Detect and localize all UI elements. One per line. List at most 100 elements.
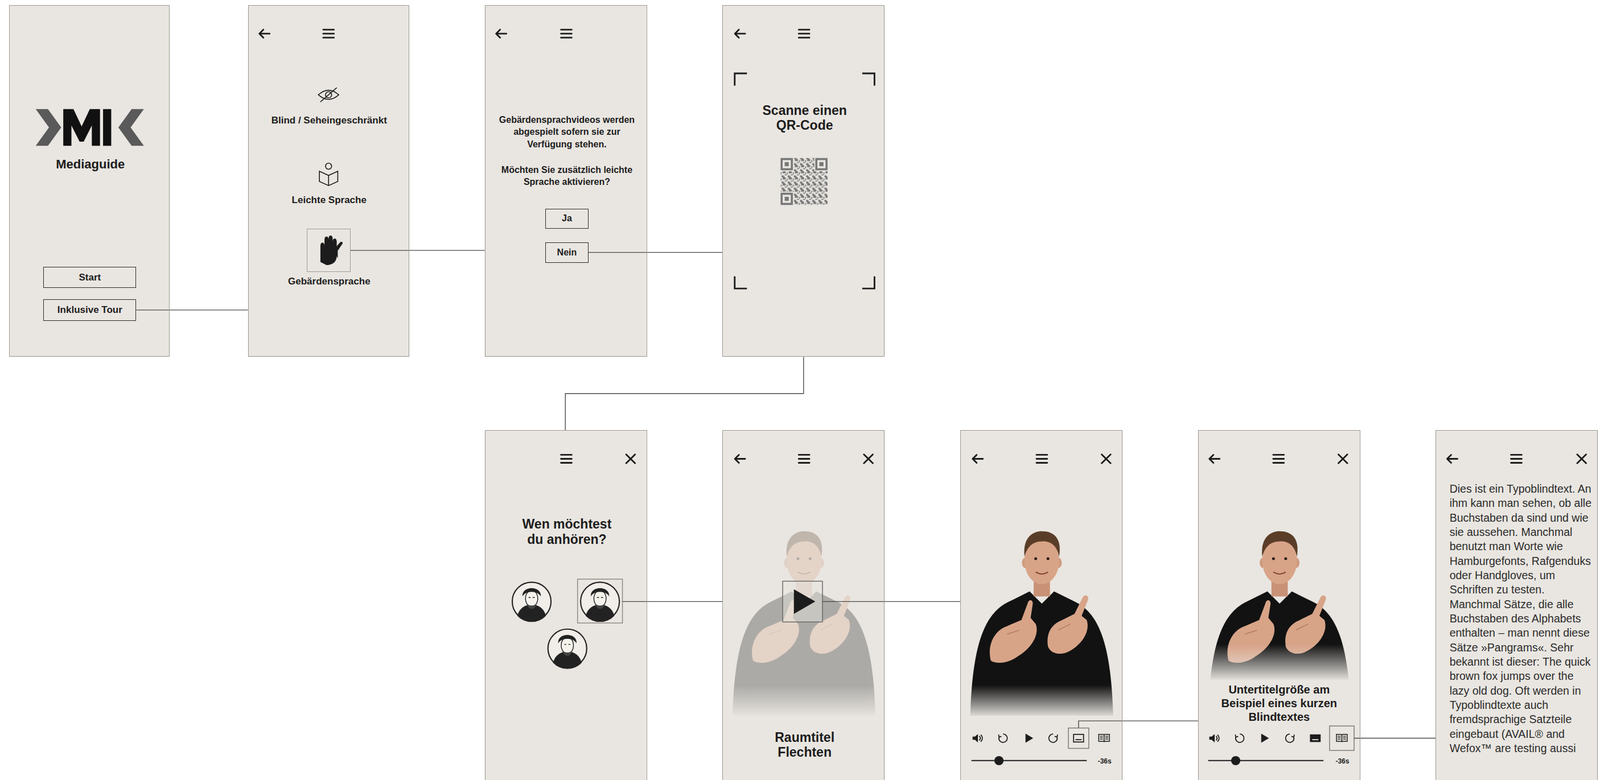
header-icons [496,29,507,38]
option-label: Blind / Seheingeschränkt [251,114,407,127]
text-holder: -36s [1092,757,1118,766]
button: Inklusive Tour [43,299,137,322]
header-icons [798,454,810,463]
speaker-portraits [580,582,620,623]
flow-connector [1078,721,1199,729]
app-screen: Wen möchtest du anhören? [484,430,648,780]
header-icons [561,454,573,463]
video-subtitled [1198,531,1359,766]
time-remaining: -36s [1092,757,1118,766]
qr-code [782,159,791,168]
screen-background [722,430,885,780]
video-subtitled [1336,734,1348,743]
dialog-text: Gebärdensprachvideos werden abgespielt s… [490,113,644,151]
scan-frame [734,73,875,289]
app-screen: MediaguideStartInklusive Tour [9,5,170,357]
video-faded [794,589,816,615]
video-playing [961,685,1122,718]
room-title: Raumtitel Flechten [753,730,857,761]
sign-language-icon [320,235,343,266]
text-holder: Scanne einen QR-Code [753,103,857,134]
qr-code [780,158,828,205]
scan-frame [862,73,875,86]
app-screen: Scanne einen QR-Code [722,5,885,357]
screen-background [960,430,1123,780]
logo [63,109,101,147]
logo [118,109,145,147]
button: Start [43,266,137,289]
app-screen: Gebärdensprachvideos werden abgespielt s… [484,5,648,357]
text-holder: Dies ist ein Typoblindtext. An ihm kann … [1449,482,1593,757]
screen-background [722,5,885,357]
easy-language-icon [319,171,338,186]
logo [103,109,111,147]
sign-language-icon [332,241,343,258]
video-playing [1098,734,1110,743]
flow-connector [622,601,723,603]
button-label: Inklusive Tour [57,304,123,316]
screen-background [484,5,648,357]
scan-frame [862,276,875,290]
header-icons [259,29,1587,464]
video-subtitled [1261,733,1269,743]
header-icons [972,454,983,463]
speaker-portraits [548,629,587,670]
video-playing [972,734,983,743]
option-label: Gebärdensprache [254,276,403,288]
button-label: Start [78,272,101,284]
logo [35,109,62,147]
qr-code [782,194,791,203]
video-subtitled [1208,760,1324,762]
qr-code [780,158,793,171]
text-holder: Möchten Sie zusätzlich leichte Sprache a… [490,163,644,189]
speaker-portraits [577,579,623,624]
app-title: Mediaguide [33,157,148,172]
speaker-portraits [512,579,623,670]
video-subtitled [1329,726,1355,751]
header-icons [1446,454,1458,463]
screen-background [1435,430,1598,780]
app-screen: Dies ist ein Typoblindtext. An ihm kann … [1435,430,1598,780]
video-playing [971,760,1088,762]
app-screen: Untertitelgröße am Beispiel eines kurzen… [1198,430,1361,780]
qr-code [779,157,795,172]
easy-language-icon [325,163,332,170]
header-icons [626,454,636,464]
text-holder: Gebärdensprache [254,276,403,288]
header-icons [323,29,335,38]
video-subtitled [1235,734,1244,743]
qr-code [819,162,824,167]
scan-frame [734,73,748,86]
screen-heading: Wen möchtest du anhören? [515,516,619,547]
eye-icon [320,87,337,102]
header-icons [1209,454,1220,463]
video-playing [1025,733,1034,743]
header-icons [1273,454,1285,463]
text-holder: -36s [1329,757,1355,766]
qr-code [784,196,789,201]
qr-code [817,159,826,168]
screen-background [9,5,1598,780]
qr-code [779,157,829,207]
button-label: Nein [557,247,578,258]
screen-background [484,430,648,780]
video-playing [994,756,1004,766]
button: Nein [545,242,588,263]
text-holder: Untertitelgröße am Beispiel eines kurzen… [1218,683,1340,725]
qr-code [779,191,795,207]
video-playing [1049,734,1058,743]
text-holder: Gebärdensprachvideos werden abgespielt s… [490,113,644,151]
header-icons [1338,454,1348,464]
flow-connector [350,249,485,251]
video-playing [998,734,1007,743]
flow-connector [588,252,723,253]
app-screen: Blind / SeheingeschränktLeichte SpracheG… [248,5,410,357]
screen-background [1198,430,1361,780]
flow-connector [1354,738,1436,739]
video-playing [1068,728,1089,750]
video-faded [782,581,823,623]
speaker-portraits [512,582,551,623]
option-icon-box: Gebärdensprache [306,228,351,272]
video-subtitled [1231,756,1241,766]
